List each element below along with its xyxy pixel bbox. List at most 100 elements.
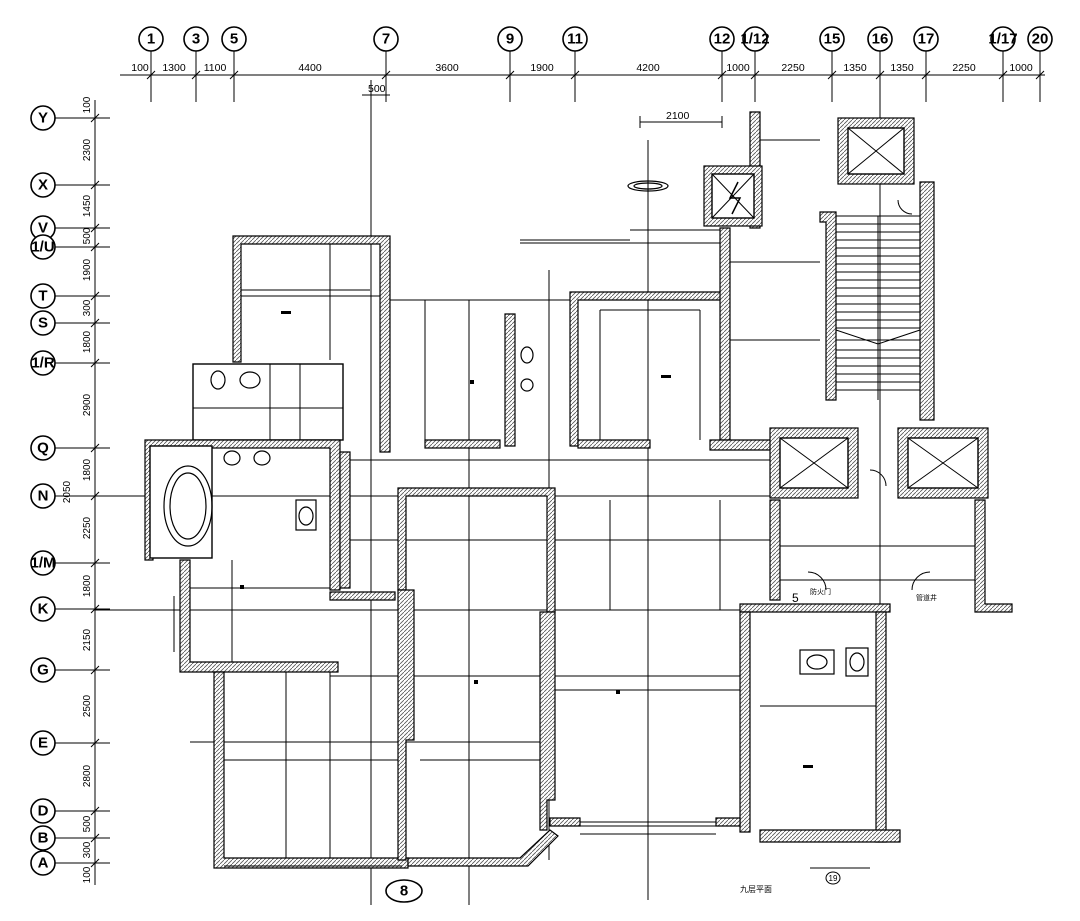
dim-left-label: 2500	[82, 694, 93, 717]
grid-bubble-top-label: 20	[1032, 31, 1049, 48]
grid-bubble-left-T: T	[30, 283, 56, 309]
dim-extra-top: 500 2100	[362, 83, 723, 128]
dim-top-label: 1900	[530, 62, 554, 74]
grid-bubble-left-S: S	[30, 310, 56, 336]
dim-top-label: 1350	[890, 62, 914, 74]
floor-label: 九层平面	[740, 885, 772, 894]
grid-bubble-left-label: G	[37, 662, 49, 679]
door-note-2: 管道井	[916, 593, 937, 602]
toilet-icon-4	[845, 647, 869, 677]
dim-top-label: 2250	[952, 62, 976, 74]
grid-bubble-left-label: Q	[37, 440, 49, 457]
grid-bubble-top-11: 11	[562, 26, 588, 52]
grid-bubble-bottom-label: 8	[400, 883, 408, 900]
grid-bubble-left-label: X	[38, 177, 48, 194]
dim-left-label: 2250	[82, 516, 93, 539]
dim-left-label: 500	[82, 815, 93, 832]
grid-bubble-top-label: 5	[230, 31, 238, 48]
grid-bubble-left-label: 1/R	[31, 355, 55, 372]
grid-bubble-top-label: 11	[567, 31, 583, 48]
dim-left-label: 300	[82, 299, 93, 316]
dim-top-label: 100	[131, 62, 149, 74]
dim-left-label: 500	[82, 227, 93, 244]
grid-bubble-top-9: 9	[497, 26, 523, 52]
grid-bubble-left-label: B	[38, 830, 49, 847]
dim-left-label: 1800	[82, 458, 93, 481]
grid-bubble-top-label: 17	[918, 31, 935, 48]
grid-bubble-left-Q: Q	[30, 435, 56, 461]
grid-bubble-left-label: K	[38, 601, 49, 618]
grid-bubble-top-16: 16	[867, 26, 893, 52]
dim-top-label: 1350	[843, 62, 867, 74]
interior-lines	[190, 139, 975, 858]
grid-bubble-left-N: N	[30, 483, 56, 509]
dim-top-label: 1000	[1009, 62, 1033, 74]
grid-bubble-top-label: 16	[872, 31, 889, 48]
dim-top-label: 4400	[298, 62, 322, 74]
toilet-icon	[295, 499, 317, 531]
toilet-icon-2	[210, 370, 226, 390]
grid-bubble-top-3: 3	[183, 26, 209, 52]
basin-icon-3	[239, 371, 261, 389]
stair-treads	[835, 215, 921, 400]
grid-bubble-left-label: T	[38, 288, 47, 305]
room-marks	[240, 311, 813, 768]
grid-bubble-left-A: A	[30, 850, 56, 876]
stair-note: 5	[792, 591, 799, 605]
grid-bubble-top-label: 15	[824, 31, 841, 48]
bathtub-icon	[163, 465, 213, 547]
dim-top-label: 3600	[435, 62, 459, 74]
grid-bubble-top-1-17: 1/17	[988, 26, 1018, 52]
grid-bubble-left-label: N	[38, 488, 49, 505]
door-note-1: 防火门	[810, 587, 831, 596]
dim-left-label: 100	[82, 866, 93, 883]
walls	[144, 111, 1013, 869]
toilet-icon-3	[520, 346, 534, 364]
grid-bubble-top-12: 12	[709, 26, 735, 52]
grid-bubble-left-1-U: 1/U	[30, 234, 56, 260]
grid-bubble-left-label: S	[38, 315, 48, 332]
grid-bubble-left-D: D	[30, 798, 56, 824]
dim-left-label: 100	[82, 96, 93, 113]
dim-top-label: 1100	[204, 62, 227, 74]
dim-2100-label: 2100	[666, 110, 690, 122]
basin-icon	[223, 450, 241, 466]
grid-bubble-top-label: 12	[714, 31, 731, 48]
door-swings	[807, 199, 931, 591]
dim-left-label: 300	[82, 841, 93, 858]
grid-bubble-top-15: 15	[819, 26, 845, 52]
grid-bubble-left-label: V	[38, 220, 48, 237]
dim-top-label: 1000	[726, 62, 750, 74]
window-lines	[173, 596, 716, 867]
dim-left-label: 1800	[82, 574, 93, 597]
grid-bubble-left-X: X	[30, 172, 56, 198]
dim-left-label: 1900	[82, 258, 93, 281]
left-axis-grid: YXV1/UTS1/RQN1/MKGEDBA100230014505001900…	[30, 96, 110, 885]
dim-left-label: 2300	[82, 138, 93, 161]
grid-bubble-left-label: E	[38, 735, 48, 752]
legend-code: 19	[829, 874, 838, 883]
grid-bubble-left-E: E	[30, 730, 56, 756]
dim-top-label: 4200	[636, 62, 660, 74]
grid-bubble-top-20: 20	[1027, 26, 1053, 52]
fixtures	[163, 180, 869, 677]
grid-bubble-top-1: 1	[138, 26, 164, 52]
grid-bubble-left-label: D	[38, 803, 49, 820]
grid-bubble-left-label: A	[38, 855, 49, 872]
grid-bubble-left-1-R: 1/R	[30, 350, 56, 376]
grid-bubble-top-7: 7	[373, 26, 399, 52]
grid-bubble-top-label: 3	[192, 31, 200, 48]
grid-bubble-left-K: K	[30, 596, 56, 622]
dim-left-label: 2900	[82, 393, 93, 416]
grid-bubble-top-label: 1/17	[988, 31, 1017, 48]
grid-bubble-top-5: 5	[221, 26, 247, 52]
elevator-marks	[711, 127, 979, 489]
grid-bubble-left-G: G	[30, 657, 56, 683]
grid-bubble-left-label: 1/M	[30, 555, 55, 572]
grid-bubble-top-label: 7	[382, 31, 390, 48]
annotations: 5 防火门 管道井 九层平面 19	[740, 587, 937, 894]
grid-bubble-top-label: 9	[506, 31, 514, 48]
dim-left-extra-label: 2050	[62, 480, 73, 503]
